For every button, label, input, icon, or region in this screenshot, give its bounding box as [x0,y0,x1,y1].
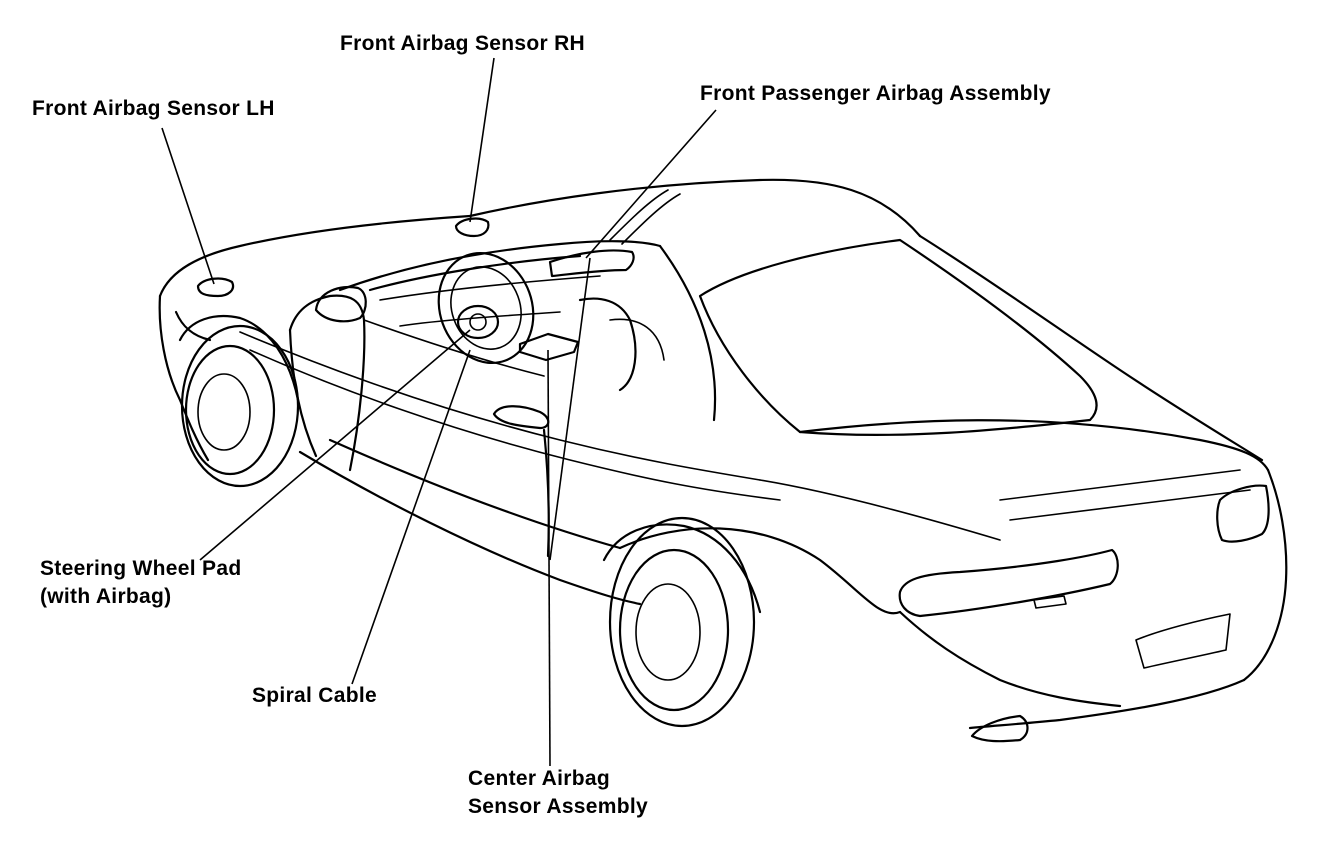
leader-front-sensor-lh [161,127,215,285]
car-door [288,285,550,558]
label-center-airbag-sensor-assembly: Center Airbag Sensor Assembly [468,767,648,818]
car-body [158,178,1288,730]
label-front-airbag-sensor-rh: Front Airbag Sensor RH [340,32,586,55]
label-steering-wheel-pad: Steering Wheel Pad (with Airbag) [40,557,242,608]
car-wheels [178,314,762,728]
leader-spiral-cable [351,349,471,685]
leader-passenger-airbag [585,109,717,259]
label-spiral-cable: Spiral Cable [252,684,377,707]
car-glass [338,189,1098,436]
leader-front-sensor-rh [469,57,495,223]
car-rear-details [898,484,1270,743]
leader-lines [161,57,717,767]
car-interior [368,249,665,392]
leader-steering-pad [199,329,471,561]
leader-center-sensor-2 [549,257,591,561]
front-sensors [196,217,490,298]
leader-center-sensor [547,349,551,767]
label-front-passenger-airbag-assembly: Front Passenger Airbag Assembly [700,82,1051,105]
label-front-airbag-sensor-lh: Front Airbag Sensor LH [32,97,275,120]
